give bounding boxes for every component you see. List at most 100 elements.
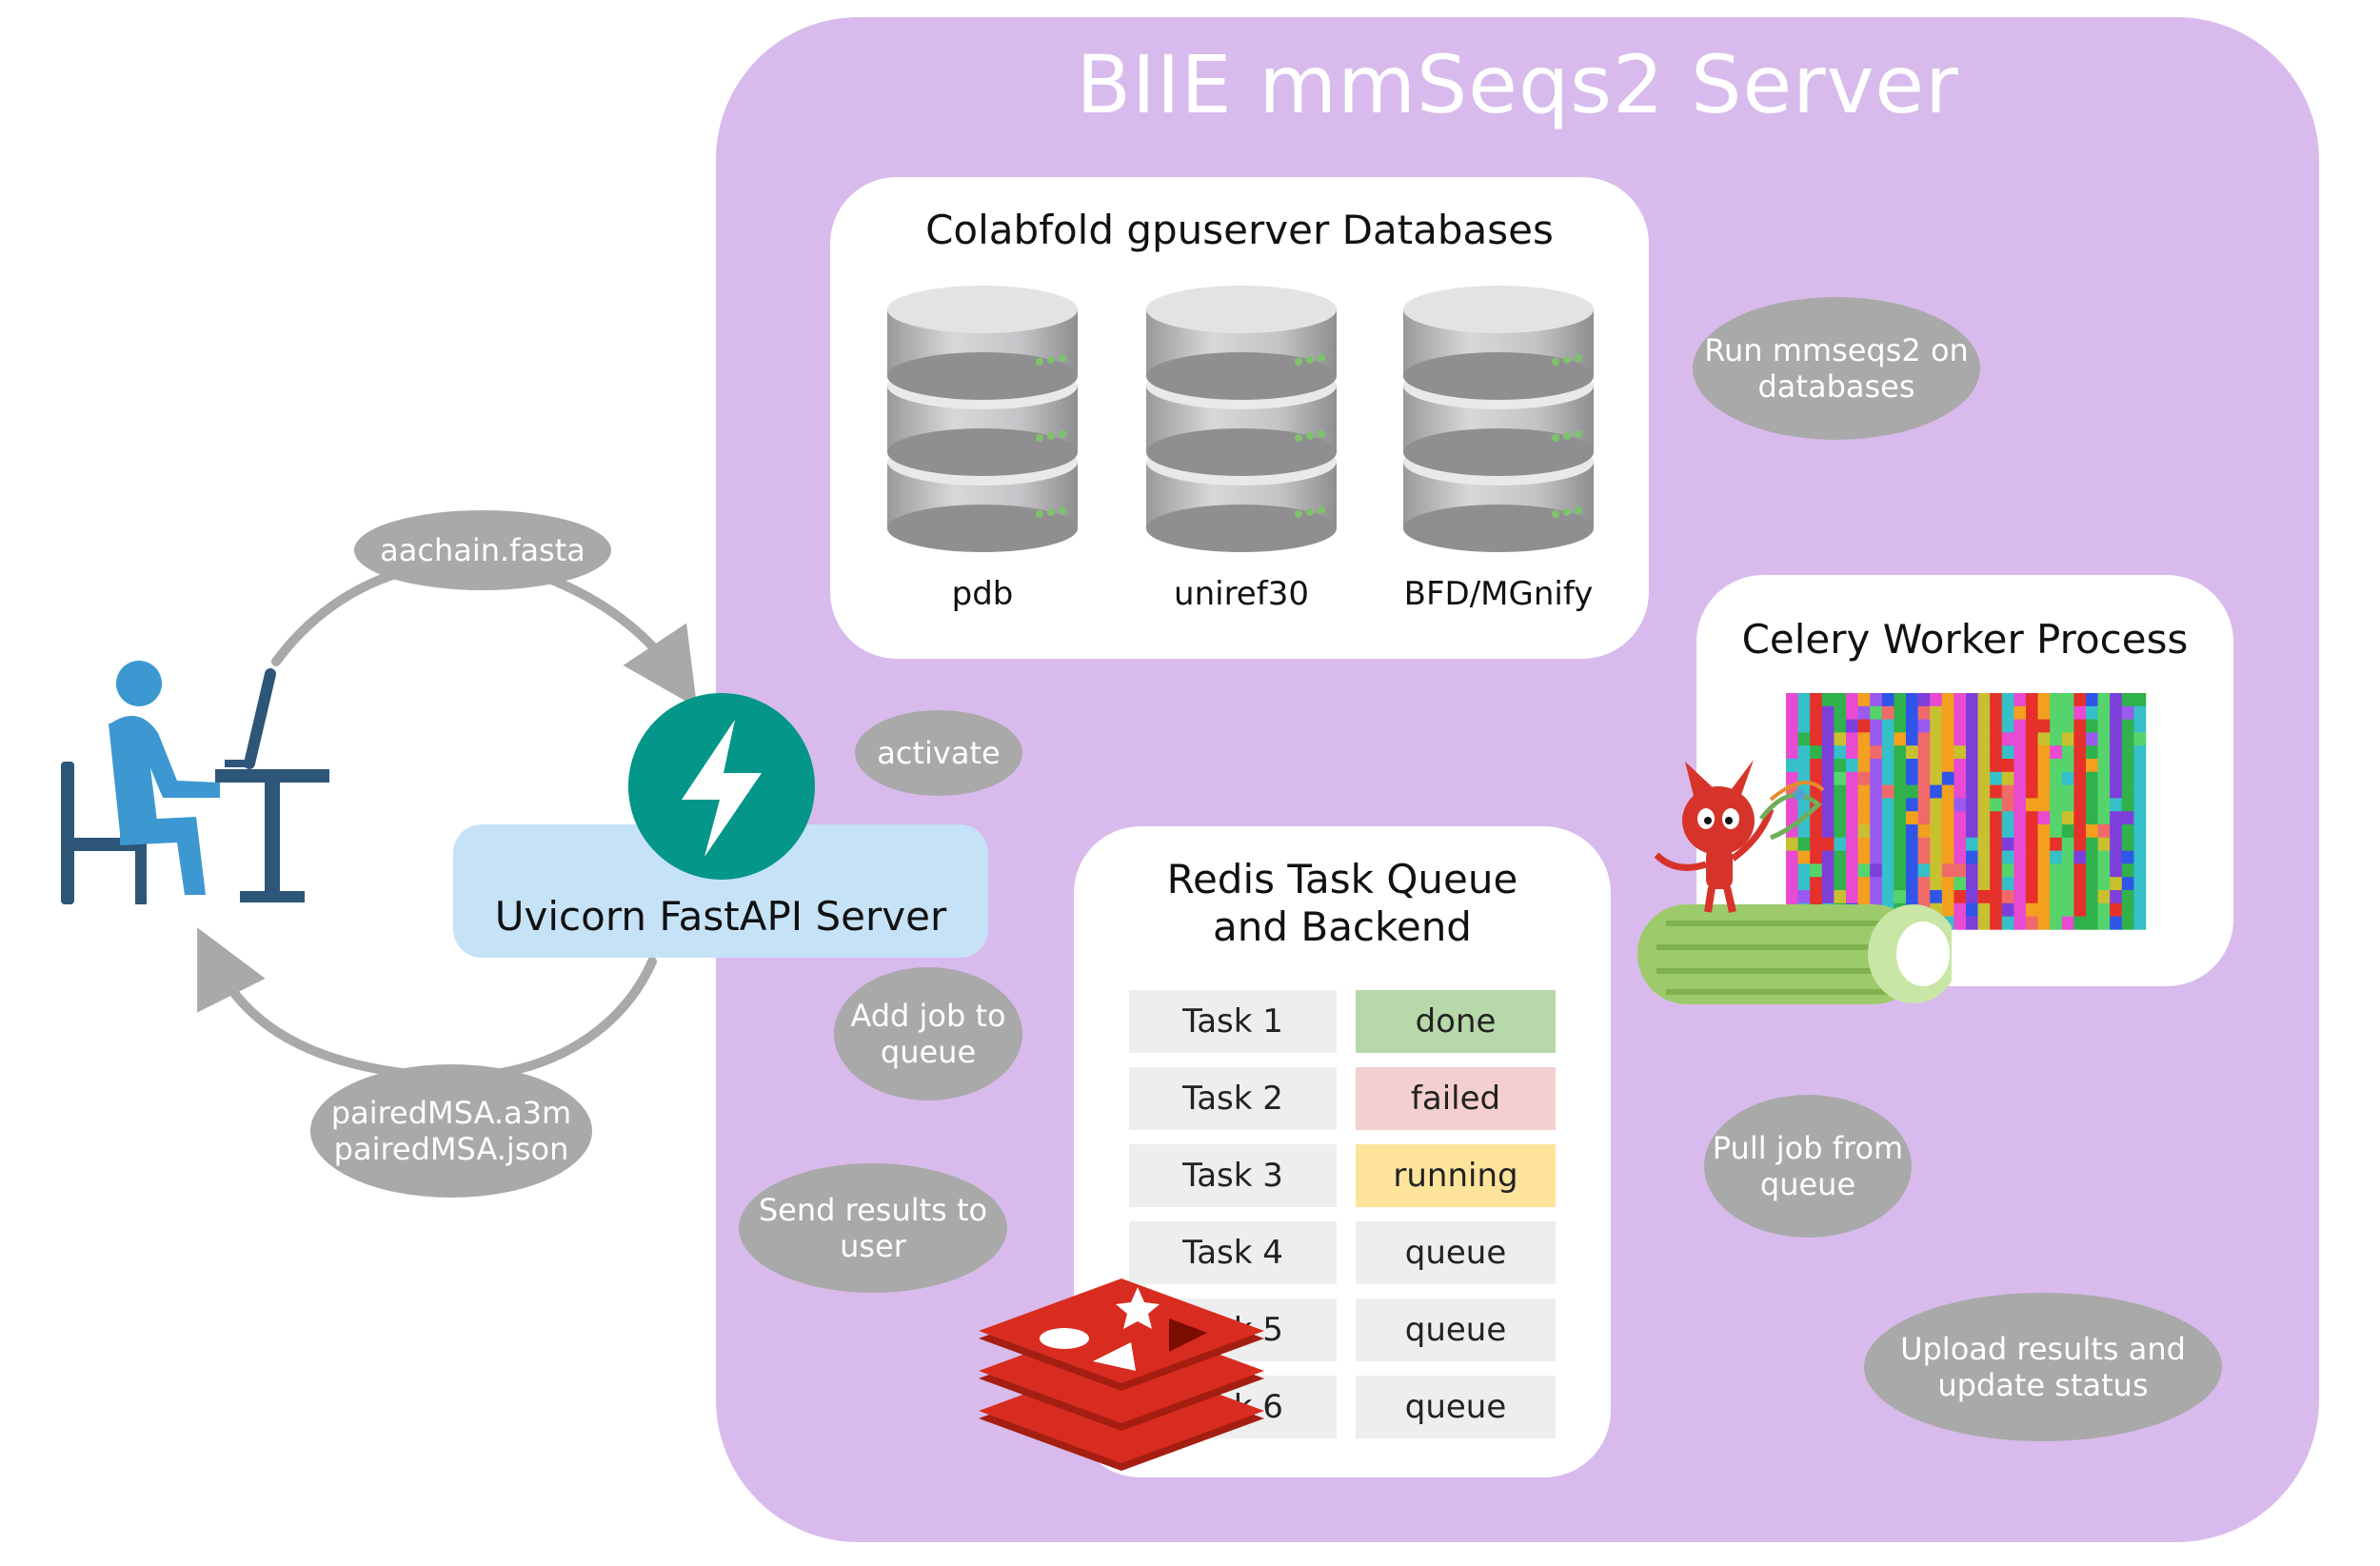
msa-cell xyxy=(1797,837,1811,851)
msa-cell xyxy=(1846,745,1858,760)
msa-cell xyxy=(2061,850,2074,864)
msa-cell xyxy=(2013,824,2027,839)
msa-cell xyxy=(2026,719,2038,733)
msa-cell xyxy=(2097,824,2111,839)
msa-cell xyxy=(2026,877,2038,891)
bubble-pull-job-line2: queue xyxy=(1759,1166,1856,1202)
databases-title: Colabfold gpuserver Databases xyxy=(925,207,1554,253)
msa-cell xyxy=(1917,890,1931,904)
msa-cell xyxy=(1941,798,1954,812)
msa-cell xyxy=(1977,877,1991,891)
msa-cell xyxy=(2121,824,2134,839)
msa-cell xyxy=(2001,719,2014,733)
msa-cell xyxy=(1954,916,1967,930)
msa-cell xyxy=(1857,811,1871,825)
task-status-badge: queue xyxy=(1356,1221,1556,1284)
msa-cell xyxy=(2133,890,2147,904)
msa-cell xyxy=(2121,850,2134,864)
msa-cell xyxy=(1834,837,1847,851)
msa-cell xyxy=(2086,890,2098,904)
msa-cell xyxy=(1990,916,2003,930)
msa-cell xyxy=(1797,877,1811,891)
msa-cell xyxy=(2097,771,2111,785)
msa-cell xyxy=(1857,745,1871,760)
msa-cell xyxy=(2086,745,2098,760)
msa-cell xyxy=(2121,916,2134,930)
msa-cell xyxy=(1786,837,1798,851)
msa-cell xyxy=(2050,705,2063,720)
msa-cell xyxy=(1966,863,1978,878)
msa-cell xyxy=(2001,916,2014,930)
msa-cell xyxy=(2037,811,2051,825)
msa-cell xyxy=(1954,732,1967,746)
arrow-fastapi-to-user xyxy=(197,927,657,1082)
msa-cell xyxy=(1977,798,1991,812)
msa-cell xyxy=(2110,824,2123,839)
msa-cell xyxy=(2050,850,2063,864)
msa-cell xyxy=(1881,732,1894,746)
msa-cell xyxy=(1834,705,1847,720)
msa-cell xyxy=(1821,811,1835,825)
msa-cell xyxy=(2050,759,2063,773)
msa-cell xyxy=(2037,759,2051,773)
msa-cell xyxy=(2026,759,2038,773)
msa-cell xyxy=(1917,693,1931,707)
msa-cell xyxy=(1954,798,1967,812)
msa-cell xyxy=(1954,771,1967,785)
msa-cell xyxy=(1977,745,1991,760)
celery-logo-icon xyxy=(1637,760,1952,1004)
redis-title-line2: and Backend xyxy=(1213,903,1472,950)
msa-cell xyxy=(1786,719,1798,733)
msa-cell xyxy=(2086,837,2098,851)
msa-cell xyxy=(1810,705,1823,720)
msa-cell xyxy=(1966,902,1978,917)
msa-cell xyxy=(2050,902,2063,917)
msa-cell xyxy=(1894,824,1907,839)
msa-cell xyxy=(2133,745,2147,760)
bubble-run-mmseqs-line1: Run mmseqs2 on xyxy=(1704,332,1969,368)
msa-cell xyxy=(2013,693,2027,707)
msa-cell xyxy=(2050,732,2063,746)
bubble-add-job-line1: Add job to xyxy=(850,998,1006,1034)
msa-cell xyxy=(1834,798,1847,812)
msa-cell xyxy=(1941,890,1954,904)
msa-cell xyxy=(2121,863,2134,878)
msa-cell xyxy=(1906,705,1918,720)
msa-cell xyxy=(1930,890,1943,904)
msa-cell xyxy=(1930,771,1943,785)
msa-cell xyxy=(2037,824,2051,839)
msa-cell xyxy=(1881,705,1894,720)
redis-logo-icon xyxy=(979,1279,1264,1471)
msa-cell xyxy=(2121,759,2134,773)
msa-cell xyxy=(1966,916,1978,930)
msa-cell xyxy=(1966,850,1978,864)
msa-cell xyxy=(1786,759,1798,773)
msa-cell xyxy=(1797,890,1811,904)
bubble-run-mmseqs: Run mmseqs2 on databases xyxy=(1693,297,1980,440)
msa-cell xyxy=(1966,784,1978,799)
msa-cell xyxy=(2026,837,2038,851)
bubble-pull-job-line1: Pull job from xyxy=(1712,1130,1904,1166)
db-label-bfd-mgnify: BFD/MGnify xyxy=(1403,575,1594,613)
msa-cell xyxy=(2013,784,2027,799)
msa-cell xyxy=(2061,811,2074,825)
msa-cell xyxy=(1821,705,1835,720)
msa-cell xyxy=(1941,850,1954,864)
msa-cell xyxy=(1846,719,1858,733)
msa-cell xyxy=(1786,705,1798,720)
msa-cell xyxy=(1894,877,1907,891)
msa-cell xyxy=(1821,850,1835,864)
msa-cell xyxy=(2026,811,2038,825)
msa-cell xyxy=(2086,759,2098,773)
msa-cell xyxy=(2133,863,2147,878)
msa-cell xyxy=(2026,863,2038,878)
msa-cell xyxy=(2086,798,2098,812)
msa-cell xyxy=(1881,784,1894,799)
msa-cell xyxy=(1857,784,1871,799)
msa-cell xyxy=(2133,877,2147,891)
msa-cell xyxy=(2073,784,2087,799)
msa-cell xyxy=(2073,850,2087,864)
msa-cell xyxy=(1954,693,1967,707)
msa-cell xyxy=(1894,719,1907,733)
msa-cell xyxy=(2086,863,2098,878)
